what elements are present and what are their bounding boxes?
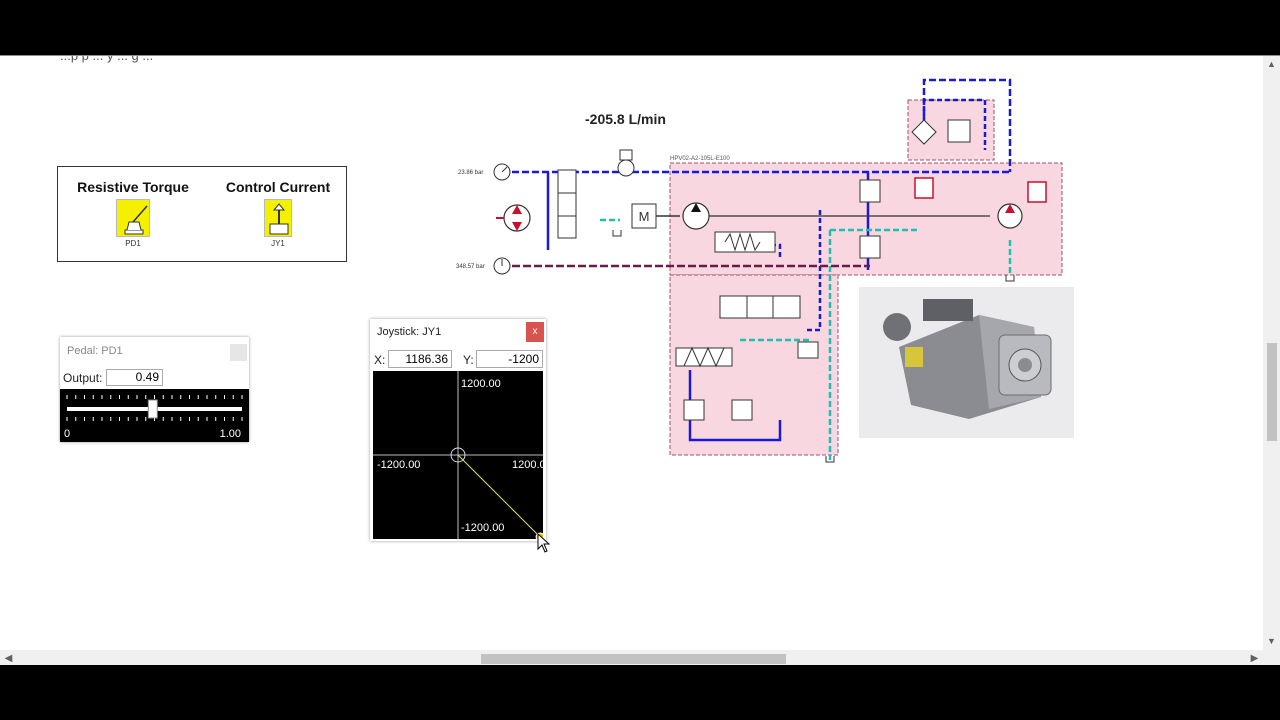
workspace-canvas[interactable]: ...p p ... y ... g ... -205.8 L/min Resi… bbox=[0, 55, 1280, 665]
tank-icon bbox=[825, 456, 835, 463]
vertical-scroll-thumb[interactable] bbox=[1267, 343, 1277, 441]
scroll-right-icon[interactable]: ▶ bbox=[1250, 653, 1259, 664]
pressure-top-label: 23.86 bar bbox=[458, 170, 483, 176]
joystick-icon[interactable] bbox=[264, 199, 292, 237]
horizontal-scroll-thumb[interactable] bbox=[481, 654, 786, 664]
relief-valve-icon bbox=[859, 235, 881, 259]
proportional-valve-icon bbox=[719, 295, 801, 319]
electric-motor-label: M bbox=[639, 209, 650, 224]
pedal-panel-title: Pedal: PD1 bbox=[67, 345, 123, 357]
pilot-valve-icon bbox=[731, 399, 753, 421]
slider-ticks bbox=[66, 395, 243, 421]
partial-text: ...p p ... y ... g ... bbox=[60, 55, 154, 63]
check-valve-icon bbox=[797, 341, 819, 359]
pump-photo bbox=[859, 287, 1074, 438]
joystick-axis-bottom: -1200.00 bbox=[461, 522, 504, 534]
hydraulic-schematic[interactable]: HPV02-A2-105L-E100 23.86 bar bbox=[450, 70, 1070, 470]
mouse-cursor-icon bbox=[537, 533, 551, 553]
legend-item-control-current[interactable]: Control Current JY1 bbox=[208, 179, 348, 248]
joystick-vector-line bbox=[457, 454, 541, 538]
scroll-down-icon[interactable]: ▼ bbox=[1267, 636, 1276, 646]
vertical-scrollbar[interactable]: ▲ ▼ bbox=[1263, 56, 1280, 650]
scroll-left-icon[interactable]: ◀ bbox=[4, 653, 13, 664]
joystick-x-label: X: bbox=[374, 353, 386, 367]
pedal-icon[interactable] bbox=[116, 199, 150, 237]
directional-valve-icon bbox=[557, 169, 577, 239]
slider-thumb[interactable] bbox=[147, 399, 158, 419]
pressure-valve-icon bbox=[914, 177, 934, 199]
joystick-area[interactable]: 1200.00 -1200.00 1200.00 -1200.00 bbox=[373, 371, 543, 539]
slider-min-label: 0 bbox=[64, 428, 70, 440]
slider-max-label: 1.00 bbox=[220, 428, 241, 440]
horizontal-scrollbar[interactable]: ◀ ▶ bbox=[0, 650, 1280, 665]
joystick-y-field[interactable]: -1200 bbox=[476, 350, 543, 368]
check-valve-icon bbox=[947, 119, 971, 143]
joystick-panel-title: Joystick: JY1 bbox=[377, 326, 442, 338]
joystick-close-button[interactable]: x bbox=[526, 322, 544, 342]
flow-meter-icon bbox=[617, 159, 635, 177]
filter-icon bbox=[911, 119, 937, 145]
joystick-y-label: Y: bbox=[463, 353, 474, 367]
tank-icon bbox=[1005, 275, 1015, 282]
legend-item-resistive-torque[interactable]: Resistive Torque PD1 bbox=[63, 179, 203, 248]
tank-icon bbox=[612, 230, 622, 237]
pilot-valve-icon bbox=[683, 399, 705, 421]
flow-readout: -205.8 L/min bbox=[585, 111, 666, 127]
input-legend-box: Resistive Torque PD1 Control Current JY1 bbox=[57, 166, 347, 262]
return-lines bbox=[600, 218, 1012, 460]
pedal-panel[interactable]: Pedal: PD1 Output: 0.49 0 1.00 bbox=[60, 337, 249, 442]
component-label: HPV02-A2-105L-E100 bbox=[670, 156, 730, 162]
joystick-x-field[interactable]: 1186.36 bbox=[388, 350, 452, 368]
pedal-output-field[interactable]: 0.49 bbox=[106, 369, 163, 386]
pedal-close-button[interactable] bbox=[230, 344, 247, 361]
pressure-bottom-label: 348.57 bar bbox=[456, 264, 485, 270]
joystick-axis-left: -1200.00 bbox=[377, 459, 420, 471]
joystick-axis-top: 1200.00 bbox=[461, 378, 501, 390]
pressure-valve-icon bbox=[1027, 181, 1047, 203]
relief-valve-icon bbox=[859, 179, 881, 203]
legend-item-tag: JY1 bbox=[271, 239, 285, 248]
legend-item-tag: PD1 bbox=[125, 239, 141, 248]
joystick-axis-right: 1200.00 bbox=[512, 459, 543, 471]
legend-item-title: Resistive Torque bbox=[77, 179, 189, 195]
legend-item-title: Control Current bbox=[225, 179, 331, 195]
joystick-panel[interactable]: Joystick: JY1 x X: 1186.36 Y: -1200 1200… bbox=[370, 319, 546, 541]
servo-cylinder-icon bbox=[714, 231, 776, 253]
joystick-center-ring bbox=[450, 447, 466, 463]
scroll-up-icon[interactable]: ▲ bbox=[1267, 59, 1276, 69]
pedal-slider[interactable]: 0 1.00 bbox=[60, 389, 249, 442]
pedal-output-label: Output: bbox=[63, 371, 103, 385]
